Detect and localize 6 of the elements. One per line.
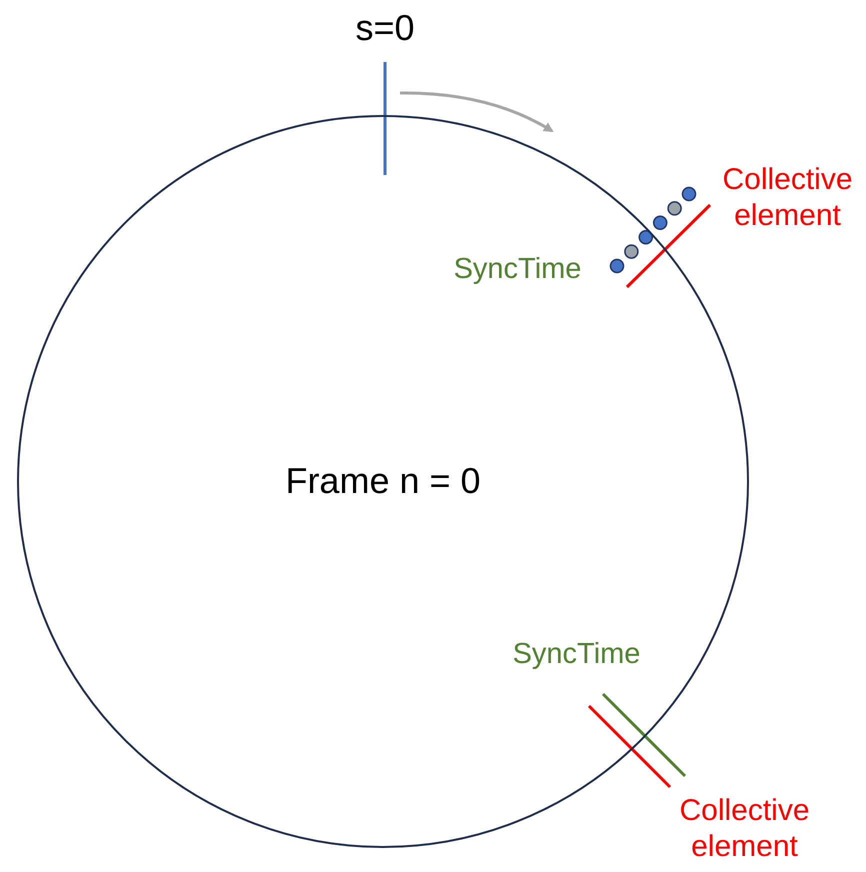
position-label: s=0 bbox=[354, 6, 416, 50]
frame-label: Frame n = 0 bbox=[284, 460, 482, 502]
sync-label: SyncTime bbox=[452, 252, 582, 287]
sync-label: SyncTime bbox=[512, 637, 642, 672]
element-label: Collective element bbox=[721, 162, 854, 234]
element-label: Collective element bbox=[678, 793, 811, 865]
